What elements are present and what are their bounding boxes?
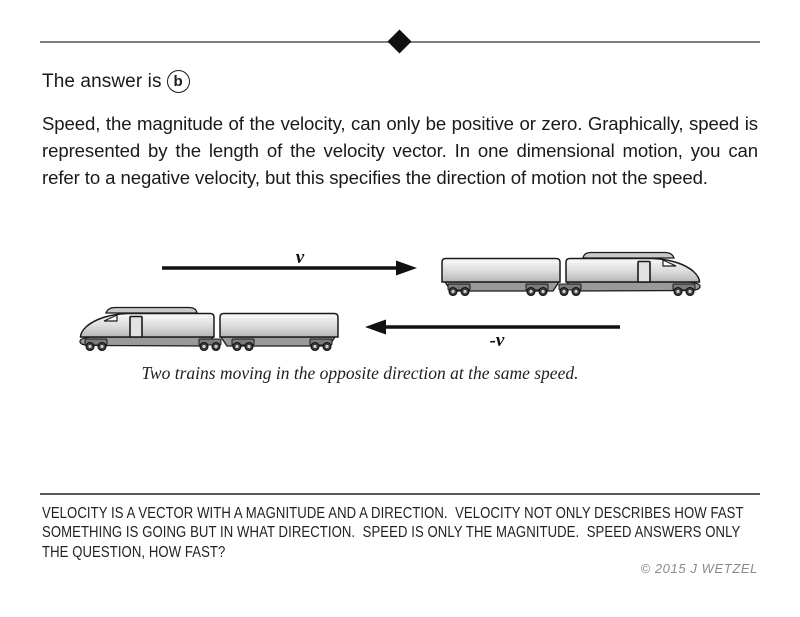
answer-letter: b: [173, 73, 183, 90]
diamond-icon: [387, 29, 412, 54]
velocity-arrow-right: v: [162, 247, 417, 276]
train-right-facing: [441, 251, 701, 297]
velocity-arrow-left: -v: [365, 319, 620, 351]
copyright: © 2015 J WETZEL: [640, 561, 758, 576]
explanation-paragraph: Speed, the magnitude of the velocity, ca…: [42, 113, 758, 188]
train-diagram: v -v: [79, 247, 701, 352]
velocity-label-minus-v: -v: [490, 330, 505, 351]
train-left-facing: [79, 306, 339, 352]
footer-line: THE QUESTION, HOW FAST?: [42, 543, 226, 561]
footer-line: SOMETHING IS GOING BUT IN WHAT DIRECTION…: [42, 524, 741, 542]
answer-line: The answer is b: [42, 70, 190, 93]
footer-divider-line: [40, 493, 760, 495]
footer-line: VELOCITY IS A VECTOR WITH A MAGNITUDE AN…: [42, 505, 744, 522]
answer-letter-badge: b: [166, 70, 190, 93]
footer-summary: VELOCITY IS A VECTOR WITH A MAGNITUDE AN…: [42, 504, 744, 562]
velocity-label-v: v: [296, 247, 305, 268]
diagram-caption: Two trains moving in the opposite direct…: [141, 363, 579, 383]
answer-prefix: The answer is: [42, 70, 162, 92]
